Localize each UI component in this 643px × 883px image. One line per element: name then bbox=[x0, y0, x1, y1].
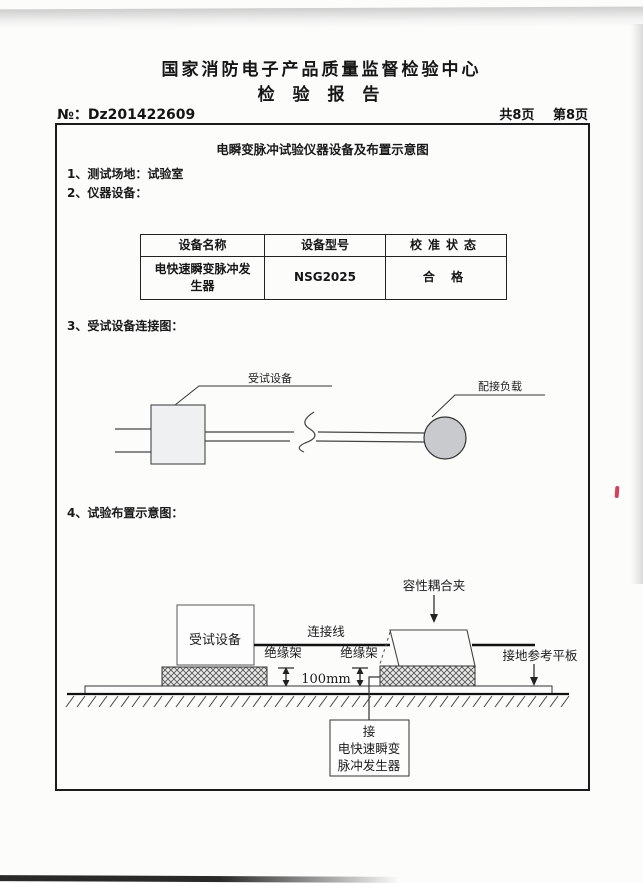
insulator-right-label: 绝缘架 bbox=[340, 645, 378, 660]
organization-title: 国家消防电子产品质量监督检验中心 bbox=[161, 60, 482, 80]
cable-label: 连接线 bbox=[307, 624, 345, 639]
height-label: 100mm bbox=[301, 672, 350, 687]
load-leader-line bbox=[431, 394, 545, 418]
list-item-connection-diagram: 3、受试设备连接图： bbox=[67, 319, 184, 333]
generator-label-line2: 电快速瞬变 bbox=[338, 741, 401, 756]
cell-device-name: 电快速瞬变脉冲发生器 bbox=[140, 256, 265, 300]
report-number-label: №： bbox=[57, 107, 88, 123]
equipment-table-body: 电快速瞬变脉冲发生器 NSG2025 合 格 bbox=[140, 256, 507, 300]
cable-bottom-right bbox=[315, 440, 425, 443]
height-dimension-right bbox=[352, 667, 368, 687]
scan-artifact-bottom-streak bbox=[0, 875, 401, 883]
generator-connector-line bbox=[368, 676, 380, 720]
report-number: №：Dz201422609 bbox=[57, 104, 195, 124]
page-indicator: 共8页 第8页 bbox=[485, 104, 588, 123]
header-device-name: 设备名称 bbox=[140, 234, 265, 257]
list-item-layout-diagram: 4、试验布置示意图： bbox=[67, 506, 184, 520]
header-calibration-status: 校准状态 bbox=[385, 234, 507, 257]
section-title: 电瞬变脉冲试验仪器设备及布置示意图 bbox=[216, 142, 429, 157]
matched-load-circle bbox=[423, 416, 467, 460]
red-pen-mark bbox=[614, 485, 620, 499]
ground-reference-plate bbox=[84, 685, 553, 695]
coupling-clamp-label: 容性耦合夹 bbox=[403, 578, 466, 593]
ground-plate-arrow-head bbox=[530, 677, 538, 686]
scan-artifact-right-band bbox=[631, 24, 643, 584]
connection-diagram: 受试设备 配接负载 bbox=[115, 371, 545, 465]
table-header-row: 设备名称 设备型号 校准状态 bbox=[140, 234, 507, 257]
header-device-model: 设备型号 bbox=[264, 234, 386, 257]
insulator-block-right bbox=[379, 665, 476, 688]
clamp-arrow-head bbox=[430, 614, 438, 623]
coupling-clamp-body bbox=[389, 629, 476, 667]
load-label: 配接负载 bbox=[478, 379, 522, 393]
generator-label-line3: 脉冲发生器 bbox=[338, 758, 401, 773]
layout-diagram: 容性耦合夹 受试设备 连接线 绝缘架 绝缘架 bbox=[65, 578, 578, 777]
report-content-box: 电瞬变脉冲试验仪器设备及布置示意图 1、测试场地：试验室 2、仪器设备： 设备名… bbox=[55, 123, 590, 791]
eut-label: 受试设备 bbox=[189, 632, 241, 648]
report-title: 检 验 报 告 bbox=[257, 85, 386, 105]
page-current: 第8页 bbox=[552, 108, 588, 123]
ground-hatching bbox=[65, 695, 570, 708]
ground-plate-label: 接地参考平板 bbox=[502, 648, 578, 663]
pages-total: 共8页 bbox=[499, 108, 535, 123]
table-row: 电快速瞬变脉冲发生器 NSG2025 合 格 bbox=[140, 256, 507, 300]
generator-label-line1: 接 bbox=[363, 724, 376, 739]
insulator-block-left bbox=[161, 666, 268, 689]
cell-calibration-status: 合 格 bbox=[385, 256, 507, 300]
coupling-clamp-dashed-edge bbox=[379, 631, 391, 665]
report-number-line: №：Dz201422609 共8页 第8页 bbox=[57, 104, 588, 124]
scan-artifact-top-band bbox=[0, 6, 643, 30]
report-number-value: Dz201422609 bbox=[87, 107, 196, 123]
generator-box bbox=[329, 719, 410, 777]
eut-box bbox=[150, 404, 206, 465]
list-item-instruments: 2、仪器设备： bbox=[67, 186, 148, 200]
equipment-table: 设备名称 设备型号 校准状态 电快速瞬变脉冲发生器 NSG2025 合 格 bbox=[140, 234, 507, 300]
cable-break-symbol bbox=[298, 411, 316, 453]
insulator-left-label: 绝缘架 bbox=[264, 645, 302, 660]
eut-leader-line bbox=[174, 385, 332, 406]
equipment-table-head: 设备名称 设备型号 校准状态 bbox=[140, 234, 507, 257]
cable-top-right bbox=[317, 431, 426, 434]
cell-device-model: NSG2025 bbox=[264, 256, 386, 300]
list-item-test-site: 1、测试场地：试验室 bbox=[67, 167, 184, 181]
eut-label: 受试设备 bbox=[248, 371, 292, 385]
eut-box bbox=[176, 604, 255, 666]
height-dimension-left bbox=[278, 667, 294, 687]
